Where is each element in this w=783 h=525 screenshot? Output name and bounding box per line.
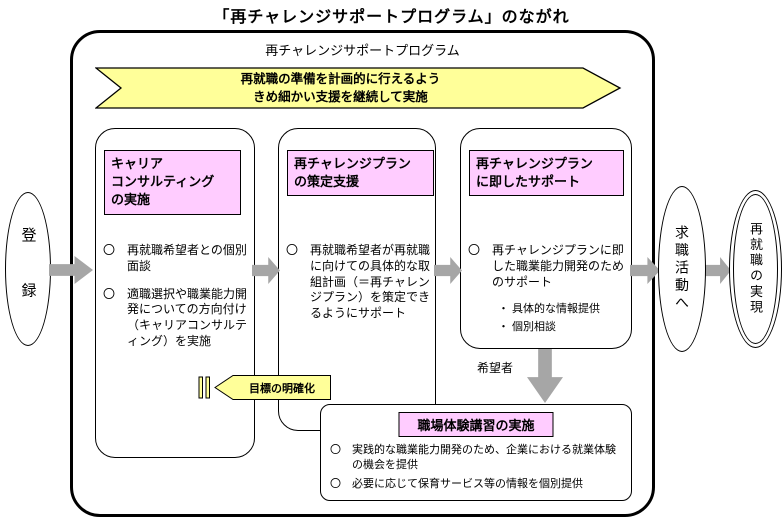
step-body: 〇 再就職希望者との個別面談 〇 適職選択や職業能力開発についての方向付け（キャ… (103, 243, 249, 362)
node-register-label: 登 録 (19, 227, 37, 311)
goal-banner: 目標の明確化 (198, 374, 332, 401)
step-body: 〇 再就職希望者が再就職に向けての具体的な取組計画（＝再チャレンジプラン）を策定… (286, 243, 430, 334)
bullet-item: 〇 再就職希望者との個別面談 (103, 243, 247, 273)
bullet-item: 〇 適職選択や職業能力開発についての方向付け（キャリアコンサルティング）を実施 (103, 286, 248, 349)
training-box-body: 〇 実践的な職業能力開発のため、企業における就業体験の機会を提供 〇 必要に応じ… (330, 443, 625, 495)
step-body: 〇 再チャレンジプランに即した職業能力開発のためのサポート ・ 具体的な情報提供… (468, 243, 626, 335)
bullet-item: 〇 実践的な職業能力開発のため、企業における就業体験の機会を提供 (330, 444, 616, 472)
sub-bullet-item: ・ 個別相談 (498, 321, 557, 333)
node-register: 登 録 (5, 192, 51, 346)
sub-bullet-item: ・ 具体的な情報提供 (498, 303, 601, 316)
step-header: キャリア コンサルティング の実施 (104, 150, 241, 215)
page-title: 「再チャレンジサポートプログラム」のながれ (213, 9, 570, 26)
applicant-label: 希望者 (477, 361, 514, 375)
support-banner: 再就職の準備を計画的に行えるよう きめ細かい支援を継続して実施 (95, 66, 622, 110)
banner-text: 再就職の準備を計画的に行えるよう きめ細かい支援を継続して実施 (95, 66, 586, 110)
step-header: 再チャレンジプラン の策定支援 (287, 150, 434, 197)
banner-line-2: きめ細かい支援を継続して実施 (253, 90, 428, 104)
bullet-item: 〇 再就職希望者が再就職に向けての具体的な取組計画（＝再チャレンジプラン）を策定… (286, 243, 431, 321)
bullet-item: 〇 再チャレンジプランに即した職業能力開発のためのサポート (468, 243, 625, 289)
bullet-item: 〇 必要に応じて保育サービス等の情報を個別提供 (330, 477, 583, 490)
step-header: 再チャレンジプラン に即したサポート (469, 150, 624, 197)
node-reemployment: 再就職の実現 (729, 190, 782, 348)
inner-ellipse: 再就職の実現 (733, 194, 778, 344)
step-career-consulting: キャリア コンサルティング の実施 〇 再就職希望者との個別面談 〇 適職選択や… (95, 128, 255, 458)
node-reemployment-label: 再就職の実現 (748, 222, 763, 316)
banner-line-1: 再就職の準備を計画的に行えるよう (240, 71, 441, 86)
program-label: 再チャレンジサポートプログラム (265, 43, 460, 58)
arrow-right-icon (705, 257, 731, 284)
goal-banner-label: 目標の明確化 (249, 382, 315, 395)
node-job-search: 求職活動へ (658, 186, 706, 352)
node-job-search-label: 求職活動へ (674, 225, 690, 313)
step-plan-based-support: 再チャレンジプラン に即したサポート 〇 再チャレンジプランに即した職業能力開発… (460, 128, 632, 349)
goal-banner-arrow-shape (198, 375, 331, 400)
step-plan-support: 再チャレンジプラン の策定支援 〇 再就職希望者が再就職に向けての具体的な取組計… (278, 128, 436, 431)
training-box-header: 職場体験講習の実施 (398, 412, 554, 437)
banner-arrow-shape (95, 67, 622, 109)
workplace-training-box: 職場体験講習の実施 〇 実践的な職業能力開発のため、企業における就業体験の機会を… (320, 404, 632, 501)
